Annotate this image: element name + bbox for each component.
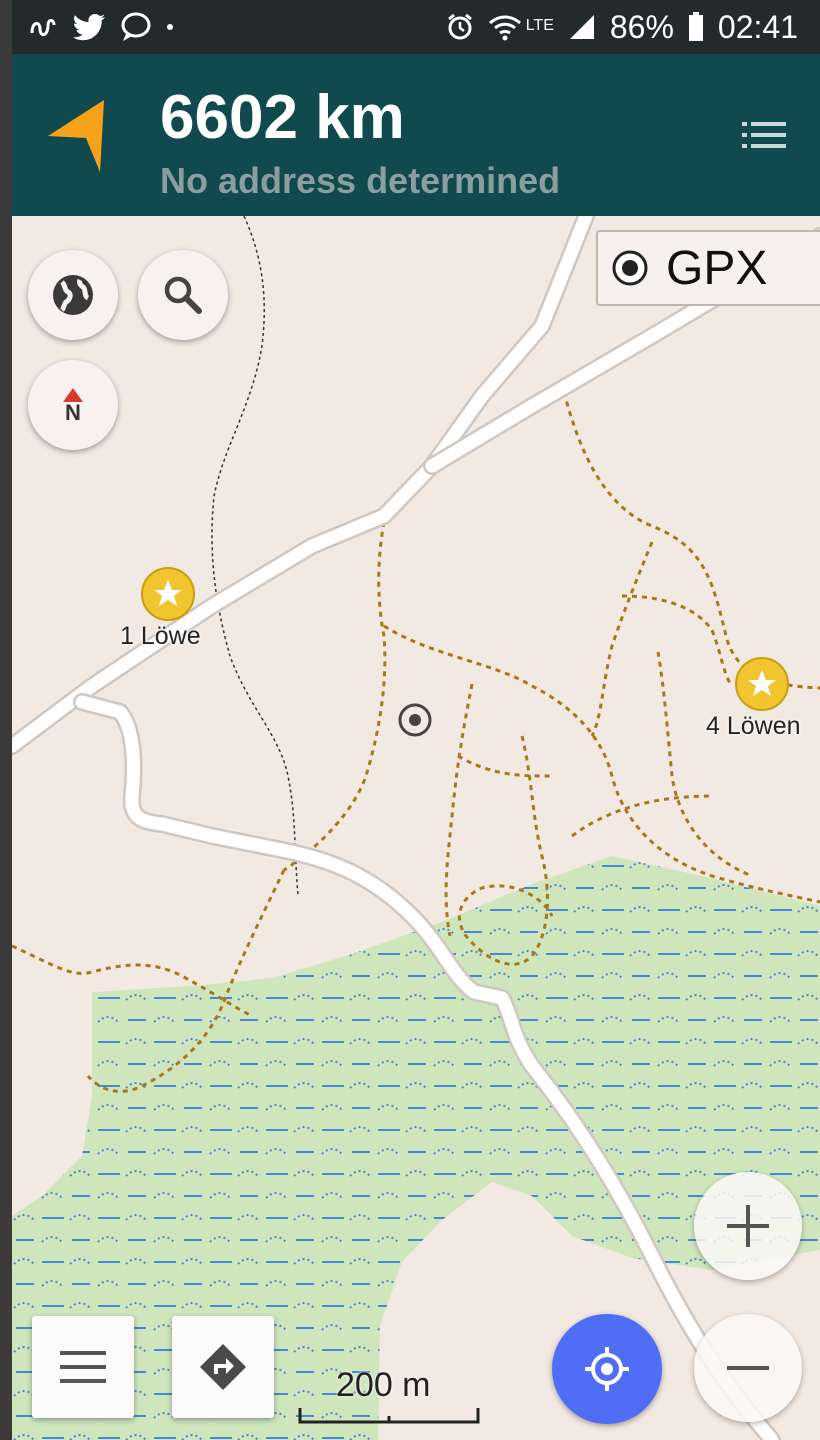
status-bar: LTE 86% 02:41 [12,0,820,54]
navigation-arrow-icon [48,100,104,172]
globe-button[interactable] [28,250,118,340]
list-menu-icon[interactable] [742,120,786,150]
gpx-label: GPX [666,241,768,295]
radio-selected-icon [612,250,648,286]
zoom-in-button[interactable] [694,1172,802,1280]
zoom-out-button[interactable] [694,1314,802,1422]
zoom-out-icon [727,1366,769,1370]
status-right: LTE 86% 02:41 [446,9,798,46]
footpaths [12,391,820,1093]
zoom-in-icon [727,1205,769,1247]
menu-icon [60,1351,106,1383]
my-location-button[interactable] [552,1314,662,1424]
notification-dot-icon [167,24,173,30]
address-text: No address determined [160,160,561,201]
position-marker-icon [398,703,432,737]
poi-label-2: 4 Löwen [706,712,801,740]
wetland-area [12,856,820,1440]
scale-ruler [298,1408,480,1424]
scale-bar: 200 m [296,1362,482,1426]
alarm-icon [447,13,472,40]
status-left [28,12,174,42]
map-view[interactable]: 1 Löwe 4 Löwen N GPX [12,216,820,1440]
poi-marker-1[interactable] [141,567,195,621]
battery-percent: 86% [609,8,674,45]
boundary-line [211,216,299,897]
main-menu-button[interactable] [32,1316,134,1418]
battery-icon [688,12,703,41]
compass-icon [63,388,83,402]
map-canvas [12,216,820,1440]
distance-readout: 6602 km [160,83,405,152]
clock: 02:41 [717,8,798,45]
gpx-layer-toggle[interactable]: GPX [596,230,820,306]
chat-icon [121,12,151,41]
navigation-header: 6602 km No address determined [12,54,820,216]
wifi-icon [488,15,521,41]
compass-north-label: N [65,400,81,425]
scale-label: 200 m [336,1366,431,1404]
link-icon [30,19,56,36]
directions-icon [200,1344,246,1390]
network-type-label: LTE [525,16,554,34]
poi-label-1: 1 Löwe [120,622,201,650]
my-location-icon [585,1347,629,1391]
poi-marker-2[interactable] [735,657,789,711]
search-icon [164,276,202,314]
globe-icon [53,275,93,315]
directions-button[interactable] [172,1316,274,1418]
search-button[interactable] [138,250,228,340]
twitter-icon [72,14,105,41]
signal-icon [569,15,594,39]
compass-button[interactable]: N [28,360,118,450]
